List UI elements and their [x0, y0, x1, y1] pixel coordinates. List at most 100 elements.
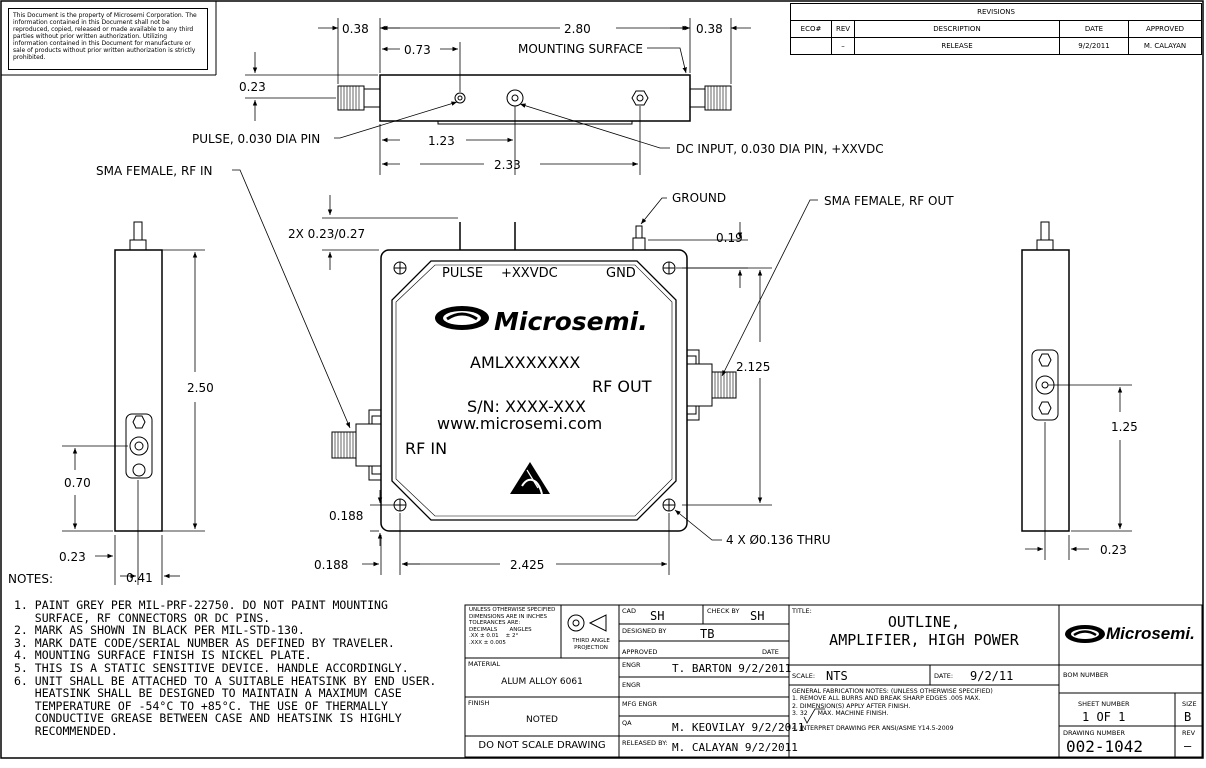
general-note-line: 2. DIMENSION(S) APPLY AFTER FINISH. [792, 702, 911, 710]
tolerance-line: DIMENSIONS ARE IN INCHES [469, 613, 547, 620]
tolerance-line: TOLERANCES ARE: [469, 620, 521, 626]
note-line: 1. PAINT GREY PER MIL-PRF-22750. DO NOT … [14, 598, 388, 612]
drawing-number: 002-1042 [1066, 737, 1144, 756]
sheet-label: SHEET NUMBER [1078, 700, 1130, 708]
note-line: HEATSINK SHALL BE DESIGNED TO MAINTAIN A… [14, 686, 402, 701]
right-side-view [1021, 221, 1132, 560]
drawing-title-line: AMPLIFIER, HIGH POWER [829, 631, 1019, 649]
dim-280: 2.80 [564, 22, 591, 36]
dim-070: 0.70 [64, 476, 91, 490]
dim-073: 0.73 [404, 43, 431, 57]
tolerance-angle-value: ± 2° [505, 633, 519, 639]
approved-label: APPROVED [622, 648, 658, 656]
qa-label: QA [622, 719, 632, 727]
dim-2x-label: 2X 0.23/0.27 [288, 227, 365, 241]
engr2-label: ENGR [622, 681, 641, 689]
released-label: RELEASED BY: [622, 739, 668, 747]
top-view [245, 18, 751, 175]
esd-warning-icon [510, 462, 550, 495]
body-brand: Microsemi. [494, 307, 648, 336]
scale-value: NTS [826, 669, 848, 683]
note-line: 5. THIS IS A STATIC SENSITIVE DEVICE. HA… [14, 660, 409, 675]
revisions-table: REVISIONS ECO# REV DESCRIPTION DATE APPR… [790, 3, 1202, 55]
rev-cell-approved: M. CALAYAN [1128, 37, 1202, 55]
qa-value: M. KEOVILAY 9/2/2011 [672, 721, 805, 734]
date2-value: 9/2/11 [970, 669, 1014, 683]
cad-value: SH [650, 609, 665, 623]
engr-value: T. BARTON 9/2/2011 [672, 662, 792, 675]
left-side-view [62, 221, 205, 585]
finish-label: FINISH [468, 699, 490, 707]
rev-cell-rev: – [831, 37, 855, 55]
cad-label: CAD [622, 607, 636, 615]
note-line: 3. MARK DATE CODE/SERIAL NUMBER AS DEFIN… [14, 635, 395, 650]
date-label: DATE [762, 648, 779, 656]
dim-023-right: 0.23 [1100, 543, 1127, 557]
microsemi-logo-mark [435, 306, 489, 330]
size-value: B [1184, 710, 1192, 724]
general-note-line: GENERAL FABRICATION NOTES: (UNLESS OTHER… [792, 688, 993, 695]
website: www.microsemi.com [437, 414, 602, 433]
general-note-line: 4. INTERPRET DRAWING PER ANSI/ASME Y14.5… [792, 724, 954, 732]
scale-label: SCALE: [792, 672, 816, 680]
dc-input-label: DC INPUT, 0.030 DIA PIN, +XXVDC [676, 142, 884, 156]
tolerance-xxx: .XXX ± 0.005 [469, 639, 506, 646]
serial-number: S/N: XXXX-XXX [467, 397, 586, 416]
general-note-number: 3. [792, 710, 798, 718]
projection-label: THIRD ANGLE PROJECTION [572, 638, 610, 651]
note-line: RECOMMENDED. [14, 723, 118, 738]
dim-233: 2.33 [494, 158, 521, 172]
surface-finish-value: 32 [799, 710, 808, 718]
rev-header-eco: ECO# [790, 20, 832, 38]
size-label: SIZE [1182, 700, 1197, 708]
rf-in-marking: RF IN [405, 439, 447, 458]
general-note-text: MAX. MACHINE FINISH. [817, 710, 889, 718]
designed-value: TB [700, 627, 715, 641]
dim-038-left: 0.38 [342, 22, 369, 36]
dim-2125: 2.125 [736, 360, 770, 374]
note-line: 6. UNIT SHALL BE ATTACHED TO A SUITABLE … [14, 673, 437, 688]
note-line: 2. MARK AS SHOWN IN BLACK PER MIL-STD-13… [14, 623, 305, 638]
rf-out-marking: RF OUT [592, 377, 652, 396]
pulse-pin-label: PULSE, 0.030 DIA PIN [192, 132, 320, 146]
finish-value: NOTED [526, 715, 558, 725]
drawing-title-line: OUTLINE, [887, 613, 961, 631]
dim-0188-vertical: 0.188 [329, 509, 363, 523]
check-label: CHECK BY [707, 607, 740, 615]
released-value: M. CALAYAN 9/2/2011 [672, 741, 798, 754]
general-notes: GENERAL FABRICATION NOTES: (UNLESS OTHER… [792, 688, 993, 732]
surface-finish-symbol [803, 708, 825, 724]
rev-label: REV [1182, 729, 1196, 737]
ground-label: GROUND [672, 191, 726, 205]
title-block-logo-mark [1065, 625, 1105, 643]
dim-023-left: 0.23 [59, 550, 86, 564]
dim-0188-horizontal: 0.188 [314, 558, 348, 572]
engr-label: ENGR [622, 661, 641, 669]
rev-header-rev: REV [831, 20, 855, 38]
note-line: TEMPERATURE OF -54°C TO +85°C. THE USE O… [14, 698, 388, 713]
tolerance-xx: .XX ± 0.01 [469, 633, 499, 639]
tolerance-angles: ANGLES [509, 626, 532, 633]
dim-2425: 2.425 [510, 558, 544, 572]
tolerance-line: UNLESS OTHERWISE SPECIFIED [469, 607, 556, 613]
note-line: 4. MOUNTING SURFACE FINISH IS NICKEL PLA… [14, 648, 312, 663]
title-block-frame [464, 604, 1203, 758]
rev-cell-date: 9/2/2011 [1059, 37, 1129, 55]
rev-header-date: DATE [1059, 20, 1129, 38]
notes-list: 1. PAINT GREY PER MIL-PRF-22750. DO NOT … [14, 599, 436, 738]
bom-label: BOM NUMBER [1063, 671, 1109, 679]
drawing-title: OUTLINE, AMPLIFIER, HIGH POWER [789, 613, 1059, 649]
rev-header-description: DESCRIPTION [854, 20, 1060, 38]
designed-label: DESIGNED BY [622, 627, 667, 635]
tolerance-block: UNLESS OTHERWISE SPECIFIED DIMENSIONS AR… [469, 607, 555, 646]
material-label: MATERIAL [468, 660, 501, 668]
proprietary-notice: This Document is the property of Microse… [8, 8, 208, 70]
dim-125: 1.25 [1111, 420, 1138, 434]
mounting-surface-label: MOUNTING SURFACE [518, 42, 643, 56]
pin-label-gnd: GND [606, 266, 636, 281]
rev-cell-eco [790, 37, 832, 55]
title-label: TITLE: [792, 607, 812, 615]
sheet-value: 1 OF 1 [1082, 710, 1126, 724]
